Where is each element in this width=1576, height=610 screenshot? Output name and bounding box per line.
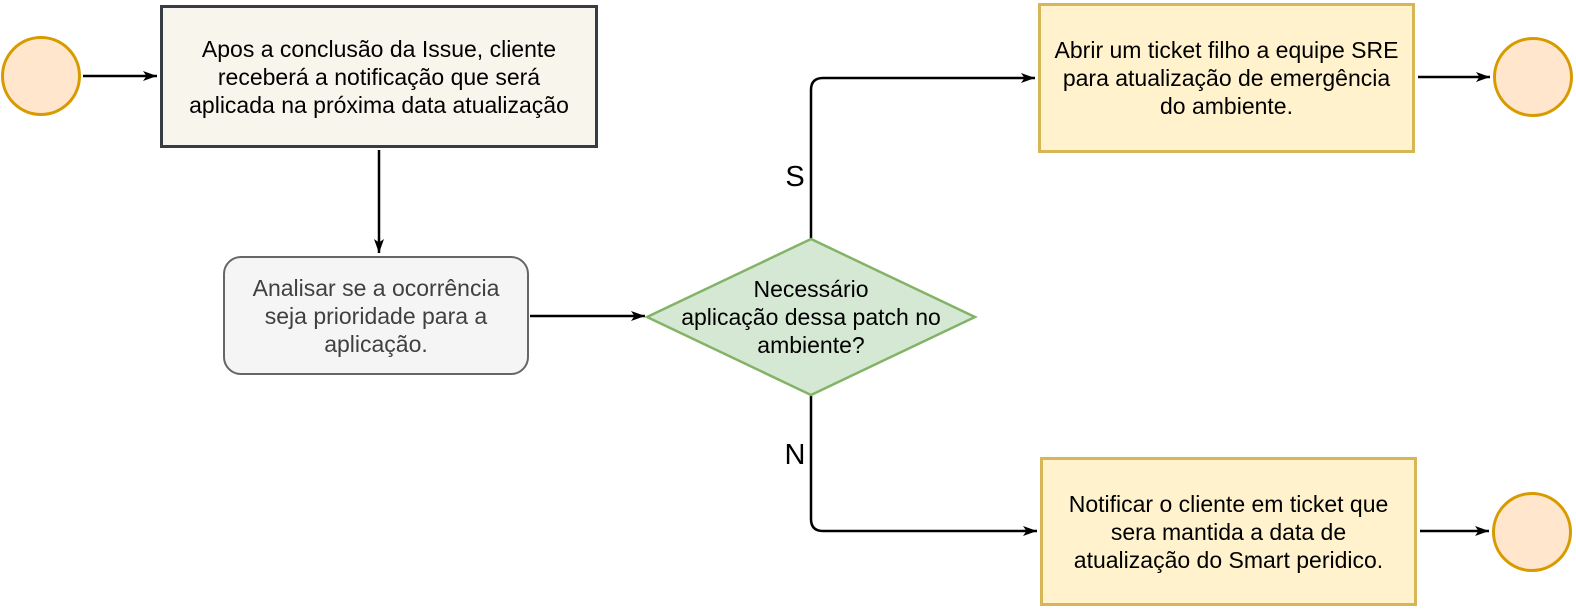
process-analyze-priority-text: Analisar se a ocorrência seja prioridade… (252, 274, 500, 357)
action-notify-keep-date-node[interactable]: Notificar o cliente em ticket que sera m… (1040, 457, 1417, 606)
edge-label-no: N (784, 438, 806, 471)
action-open-sre-ticket-node[interactable]: Abrir um ticket filho a equipe SRE para … (1038, 3, 1415, 153)
action-open-sre-ticket-text: Abrir um ticket filho a equipe SRE para … (1054, 37, 1399, 119)
edge-decision-no[interactable] (809, 395, 1037, 536)
decision-text: Necessário aplicação dessa patch no ambi… (681, 276, 941, 358)
process-notify-update-text: Apos a conclusão da Issue, cliente receb… (189, 35, 569, 118)
edge-label-yes: S (785, 160, 805, 193)
end-node-yes[interactable] (1493, 37, 1573, 117)
process-analyze-priority-node[interactable]: Analisar se a ocorrência seja prioridade… (223, 256, 529, 375)
start-node[interactable] (1, 36, 81, 116)
decision-diamond-shape[interactable] (644, 237, 978, 397)
process-notify-update-node[interactable]: Apos a conclusão da Issue, cliente receb… (160, 5, 598, 148)
edge-decision-yes[interactable] (809, 73, 1035, 239)
decision-node[interactable] (643, 235, 979, 399)
decision-label: Necessário aplicação dessa patch no ambi… (661, 245, 961, 389)
end-node-no[interactable] (1492, 492, 1572, 572)
action-notify-keep-date-text: Notificar o cliente em ticket que sera m… (1068, 490, 1389, 573)
